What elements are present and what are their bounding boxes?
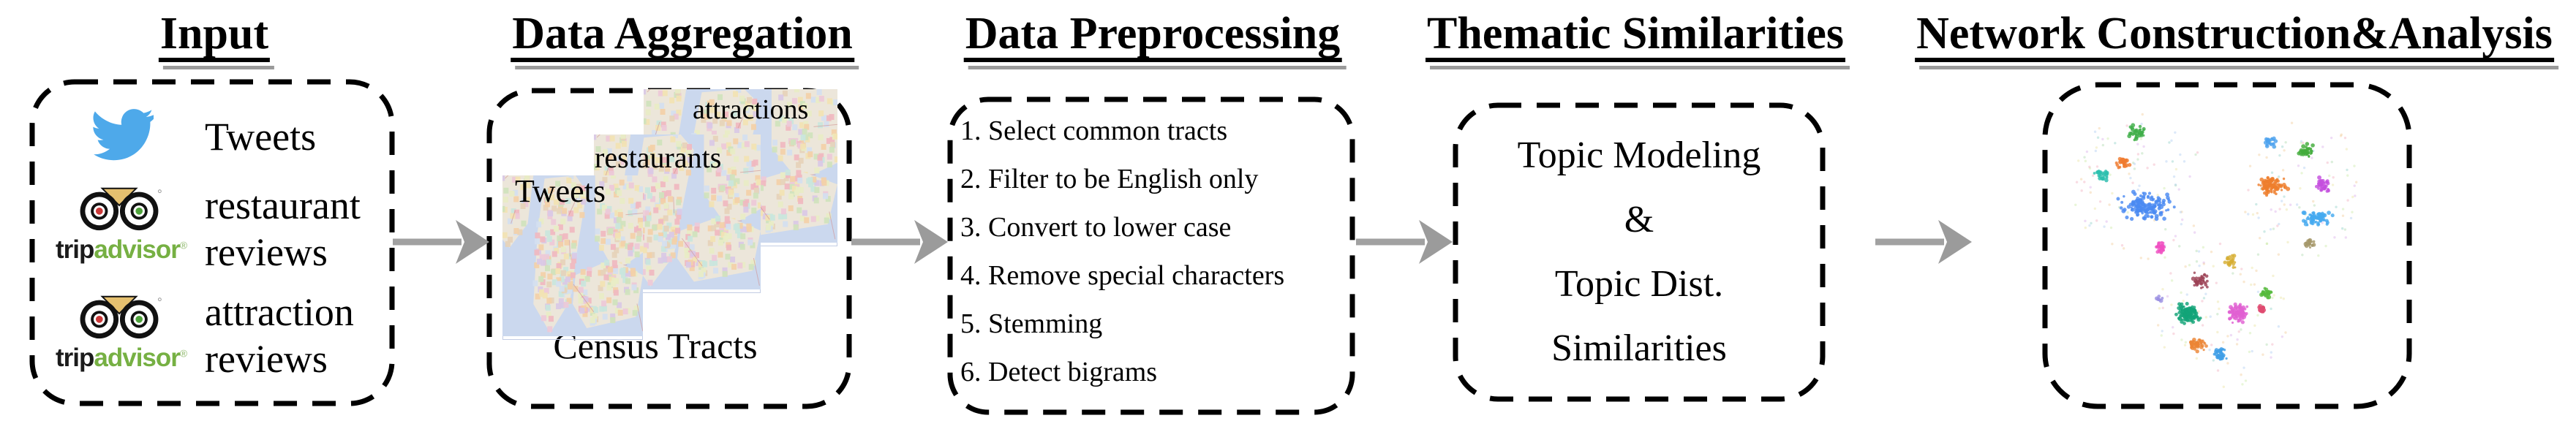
tripadvisor-trip-text: trip [56, 344, 94, 372]
input-item-label: restaurant reviews [205, 183, 361, 274]
preprocessing-steps: 1. Select common tracts 2. Filter to be E… [960, 107, 1355, 396]
registered-mark: ® [179, 239, 187, 251]
census-map-restaurants [591, 124, 769, 293]
flow-arrow-4 [1874, 216, 1972, 268]
map-label-attractions: attractions [693, 94, 809, 125]
preprocessing-step: 5. Stemming [960, 308, 1103, 339]
thematic-text: Topic Modeling & Topic Dist. Similaritie… [1458, 111, 1820, 393]
network-cluster-plots [2042, 82, 2412, 413]
twitter-icon [91, 108, 157, 161]
tripadvisor-wordmark: tripadvisor® [56, 235, 187, 265]
map-label-tweets: Tweets [515, 173, 606, 209]
stage-title-input: Input [158, 9, 275, 70]
network-box [2042, 82, 2412, 409]
input-box [29, 79, 395, 406]
preprocessing-step: 1. Select common tracts [960, 115, 1228, 146]
stage-title-preprocessing: Data Preprocessing [963, 9, 1346, 70]
stage-title-thematic: Thematic Similarities [1426, 9, 1850, 70]
stage-title-network: Network Construction&Analysis [1915, 9, 2558, 70]
registered-mark: ® [179, 347, 187, 360]
flow-arrow-2 [850, 216, 948, 268]
tripadvisor-advisor-text: advisor [94, 235, 180, 264]
flow-arrow-1 [391, 216, 489, 268]
stage-title-aggregation: Data Aggregation [511, 9, 859, 70]
map-label-restaurants: restaurants [595, 141, 722, 174]
flow-arrow-3 [1355, 216, 1453, 268]
tripadvisor-advisor-text: advisor [94, 344, 180, 372]
tripadvisor-wordmark: tripadvisor® [56, 344, 187, 373]
tripadvisor-trip-text: trip [56, 235, 94, 264]
input-item-label: attraction reviews [205, 290, 354, 381]
preprocessing-step: 6. Detect bigrams [960, 357, 1158, 387]
thematic-line: Topic Dist. [1554, 263, 1724, 305]
preprocessing-step: 4. Remove special characters [960, 260, 1285, 291]
thematic-line: Topic Modeling [1517, 134, 1761, 176]
census-map-tweets [500, 164, 655, 340]
tripadvisor-icon [76, 291, 162, 344]
input-item-label: Tweets [205, 115, 317, 159]
preprocessing-step: 3. Convert to lower case [960, 212, 1232, 243]
thematic-line: Similarities [1551, 327, 1727, 369]
thematic-line: & [1624, 199, 1654, 240]
preprocessing-step: 2. Filter to be English only [960, 164, 1259, 194]
tripadvisor-icon [76, 183, 162, 236]
preprocessing-box [947, 96, 1355, 415]
